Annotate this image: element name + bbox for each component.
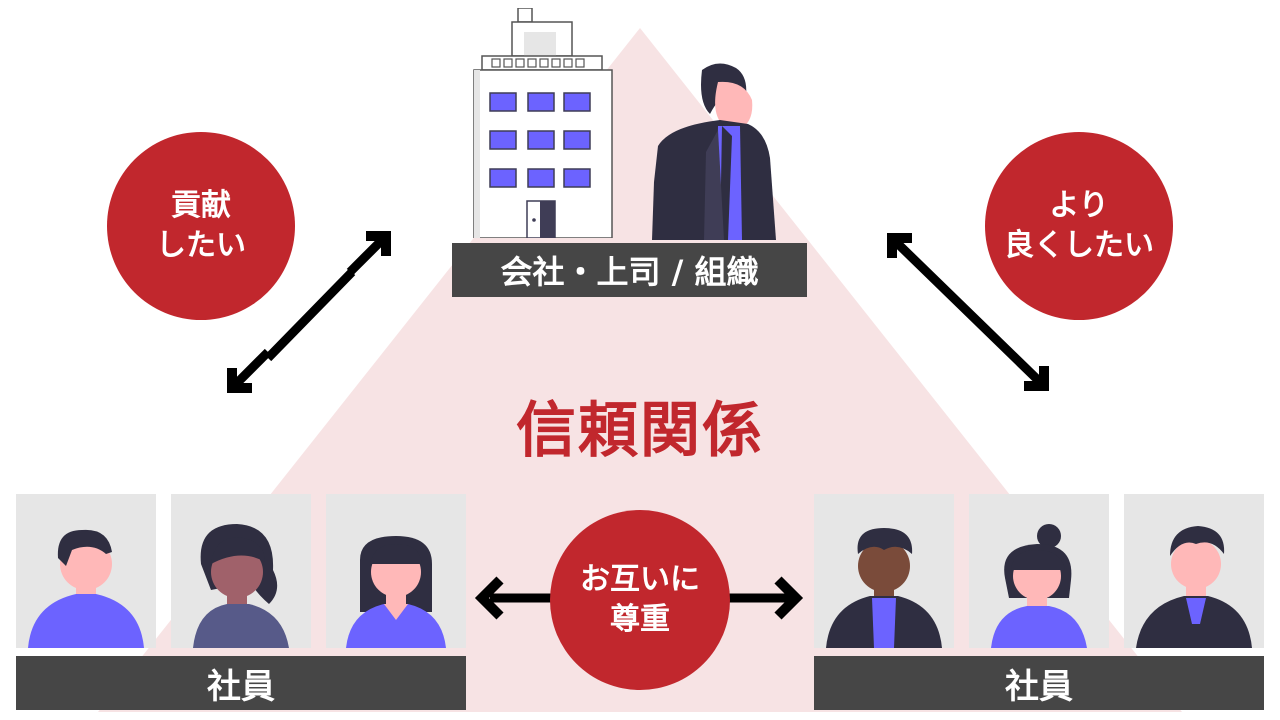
employee-card-4 <box>814 494 954 648</box>
circle-improve-line2: 良くしたい <box>1004 228 1154 263</box>
employee-group-right-label: 社員 <box>814 656 1264 710</box>
org-label: 会社・上司 / 組織 <box>452 243 807 297</box>
circle-contribute-line2: したい <box>156 228 246 263</box>
circle-improve: より 良くしたい <box>985 132 1173 320</box>
circle-respect: お互いに 尊重 <box>550 510 730 690</box>
circle-improve-line1: より <box>1049 187 1109 223</box>
avatar-woman-long-hair <box>346 536 446 648</box>
avatar-woman-dark-hair <box>193 524 289 648</box>
employee-card-1 <box>16 494 156 648</box>
employee-group-right-text: 社員 <box>1005 666 1073 707</box>
employee-card-3 <box>326 494 466 648</box>
employee-card-5 <box>969 494 1109 648</box>
circle-contribute: 貢献 したい <box>107 132 295 320</box>
boss-figure <box>652 63 776 240</box>
employee-card-6 <box>1124 494 1264 648</box>
avatar-man-suit <box>1136 526 1252 648</box>
avatar-woman-bun <box>991 524 1087 648</box>
circle-respect-line2: 尊重 <box>610 602 670 637</box>
building-icon <box>473 8 613 238</box>
employee-card-2 <box>171 494 311 648</box>
circle-respect-line1: お互いに <box>580 561 700 597</box>
avatar-man-dark-skin <box>826 528 942 648</box>
center-title: 信頼関係 <box>516 396 764 466</box>
employee-group-left-text: 社員 <box>207 666 275 707</box>
employee-group-left-label: 社員 <box>16 656 466 710</box>
circle-contribute-line1: 貢献 <box>171 187 231 223</box>
avatar-man-short-hair <box>28 529 144 648</box>
org-label-text: 会社・上司 / 組織 <box>500 253 759 291</box>
